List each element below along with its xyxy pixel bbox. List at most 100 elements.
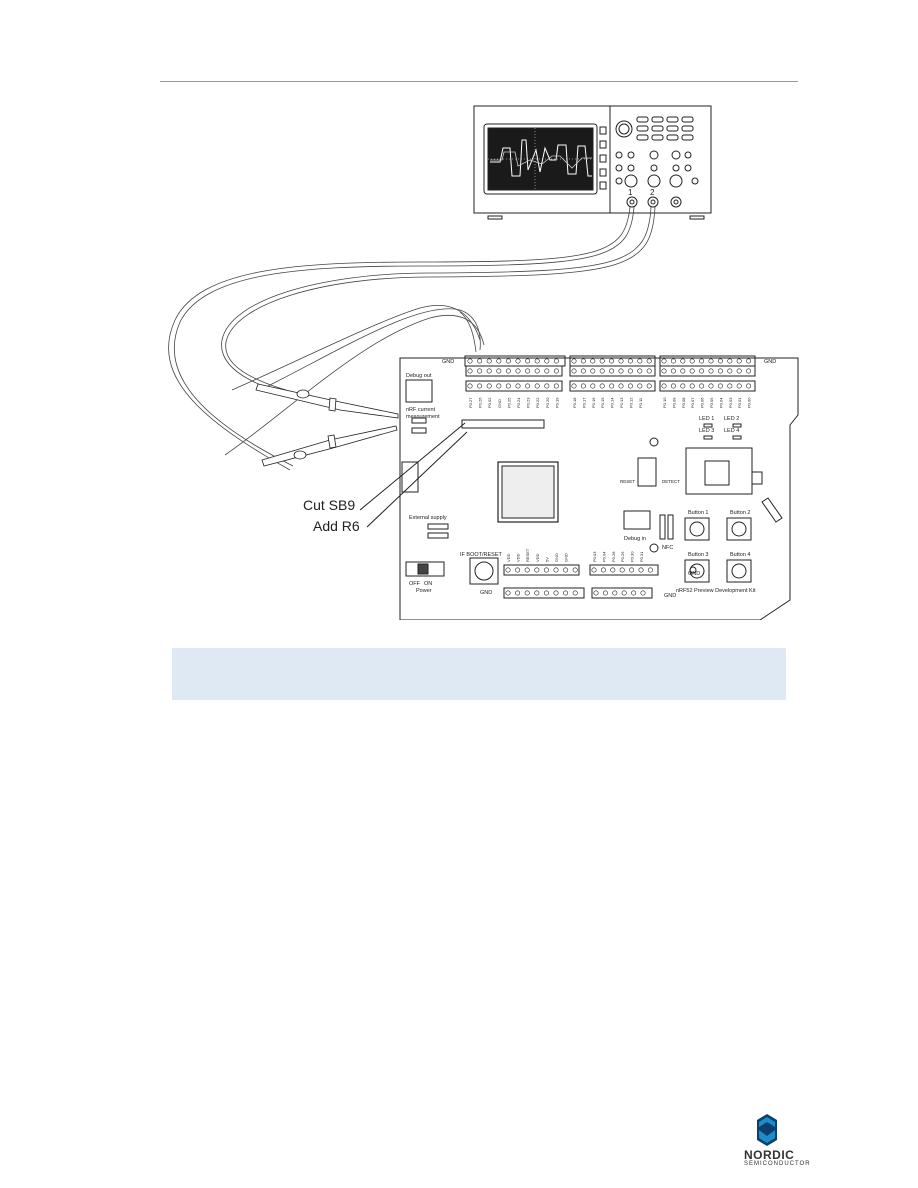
header-pin (727, 358, 733, 364)
off-label: OFF (409, 581, 421, 587)
gnd-label-bottom-right: GND (664, 593, 676, 599)
header-pin (646, 358, 652, 364)
header-pin (590, 383, 596, 389)
header-pin (717, 383, 723, 389)
pin-label: P0.09 (671, 397, 676, 408)
header-pin (708, 368, 714, 374)
header-pin (543, 590, 549, 596)
header-pin (670, 383, 676, 389)
pin-label: P0.18 (572, 397, 577, 408)
header-pin (563, 590, 569, 596)
current-meas-label-1: nRF current (406, 407, 436, 413)
probe-cables (168, 206, 656, 471)
pin-label: P0.13 (619, 397, 624, 408)
button-2-label: Button 2 (730, 510, 751, 516)
header-pin (717, 358, 723, 364)
header-pin (590, 368, 596, 374)
header-pin (590, 358, 596, 364)
header-pin (670, 368, 676, 374)
gnd-label-top-right: GND (764, 359, 776, 365)
led-1-label: LED 1 (699, 416, 714, 422)
header-pin (746, 383, 752, 389)
header-pin (619, 567, 625, 573)
header-pin (629, 567, 635, 573)
header-pin (736, 383, 742, 389)
pin-label: RESET (525, 548, 530, 562)
external-supply-label: External supply (409, 515, 447, 521)
header-pin (727, 368, 733, 374)
button-3-label: Button 3 (688, 552, 709, 558)
pin-label: GND (497, 399, 502, 408)
header-pin (580, 358, 586, 364)
header-pin (544, 383, 550, 389)
header-pin (599, 358, 605, 364)
header-pin (553, 567, 559, 573)
callout-add-r6: Add R6 (313, 518, 360, 534)
pin-label: 5V (544, 557, 549, 562)
pin-label: P0.19 (554, 397, 559, 408)
header-pin (609, 358, 615, 364)
header-pin (505, 567, 511, 573)
header-pin (467, 358, 473, 364)
pin-label: VDD (516, 553, 521, 562)
header-pin (689, 358, 695, 364)
header-pin (627, 368, 633, 374)
header-pin (553, 358, 559, 364)
header-pin (680, 368, 686, 374)
header-pin (637, 358, 643, 364)
header-pin (638, 567, 644, 573)
reset-label: RESET (620, 479, 635, 484)
header-pin (670, 358, 676, 364)
header-pin (553, 383, 559, 389)
pin-label: VDD (506, 553, 511, 562)
debug-out-label: Debug out (406, 373, 432, 379)
pin-label: P0.24 (516, 397, 521, 408)
header-pin (496, 358, 502, 364)
header-pin (661, 383, 667, 389)
header-pin (591, 567, 597, 573)
header-pin (640, 590, 646, 596)
header-rule (160, 81, 798, 82)
header-pin (631, 590, 637, 596)
logo-sub: SEMICONDUCTOR (744, 1161, 811, 1167)
pin-label: P0.16 (591, 397, 596, 408)
header-pin (680, 358, 686, 364)
detect-label: DETECT (662, 479, 680, 484)
pin-label: P0.26 (478, 397, 483, 408)
header-pin (571, 358, 577, 364)
header-pin (467, 368, 473, 374)
current-meas-label-2: measurement (406, 414, 440, 420)
pin-label: P0.15 (600, 397, 605, 408)
pin-label: P0.30 (630, 551, 635, 562)
header-pin (621, 590, 627, 596)
scope-channel-1-label: 1 (628, 188, 633, 197)
probes (255, 383, 399, 467)
pin-label: P0.12 (628, 397, 633, 408)
header-pin (515, 590, 521, 596)
header-pin (717, 368, 723, 374)
header-pin (580, 383, 586, 389)
header-pin (599, 383, 605, 389)
header-pin (708, 358, 714, 364)
pin-label: P0.20 (545, 397, 550, 408)
header-pin (646, 368, 652, 374)
header-pin (486, 368, 492, 374)
header-pin (593, 590, 599, 596)
header-pin (467, 383, 473, 389)
pin-label: GND (564, 553, 569, 562)
gnd-label-bottom-left: GND (480, 590, 492, 596)
header-pin (544, 368, 550, 374)
led-4-label: LED 4 (724, 428, 739, 434)
header-pin (496, 383, 502, 389)
header-pin (699, 383, 705, 389)
pin-label: P0.23 (526, 397, 531, 408)
header-pin (496, 368, 502, 374)
header-pin (699, 368, 705, 374)
logo-name: NORDIC (744, 1148, 795, 1162)
header-pin (618, 358, 624, 364)
header-pin (515, 567, 521, 573)
if-boot-reset-label: IF BOOT/RESET (460, 552, 503, 558)
header-pin (618, 383, 624, 389)
header-pin (600, 567, 606, 573)
